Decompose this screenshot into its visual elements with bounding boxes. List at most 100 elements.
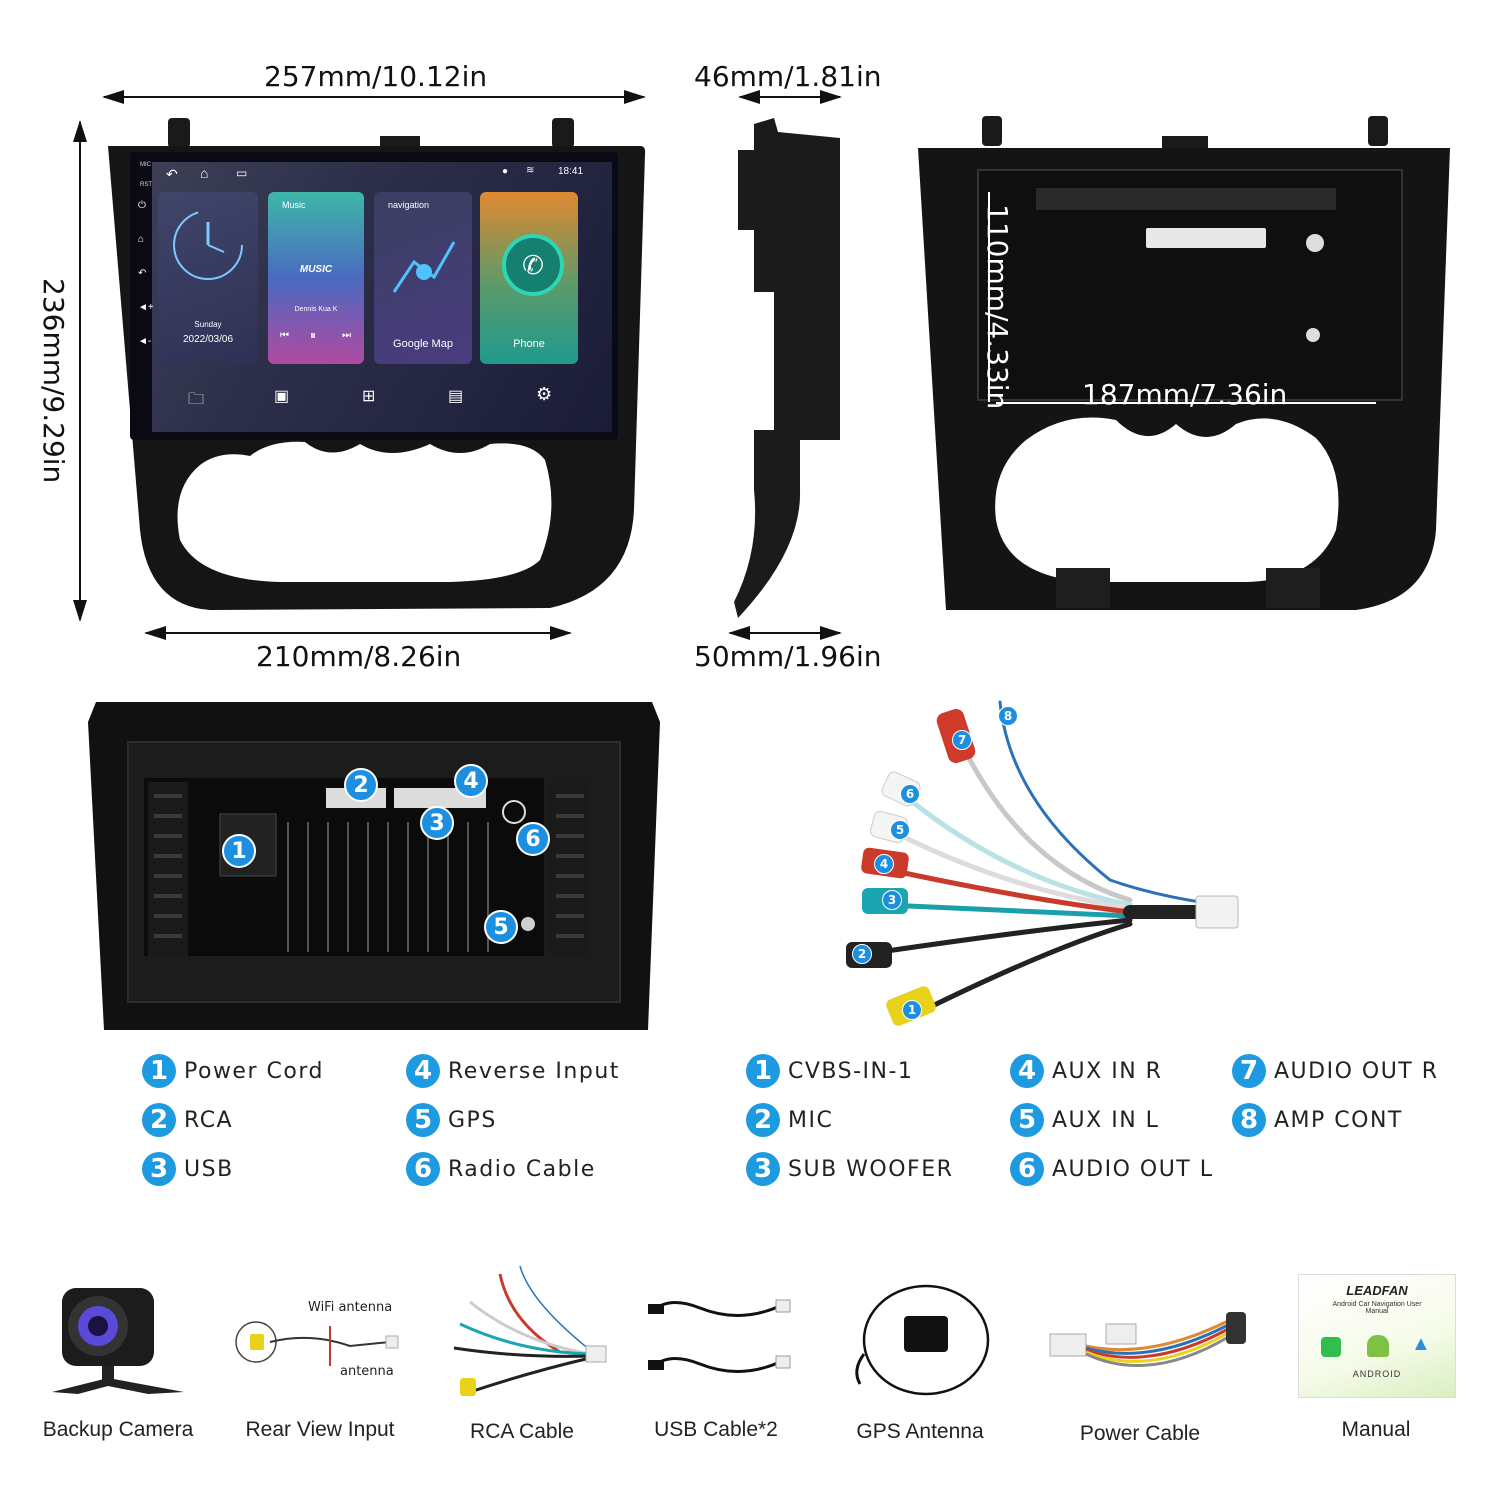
back-antenna-jack	[1306, 234, 1324, 252]
back-width-arrow	[996, 402, 1376, 404]
settings-icon[interactable]: ⚙	[536, 384, 553, 404]
cable-connector-1[interactable]: 1	[902, 1000, 922, 1020]
back-width-label: 187mm/7.36in	[1082, 378, 1288, 411]
depth-top-label: 46mm/1.81in	[694, 60, 882, 93]
usb-cable-icon	[648, 1299, 791, 1373]
back-view	[916, 110, 1456, 620]
cable-legend-3-badge: 3	[746, 1152, 780, 1186]
back-nav-icon[interactable]: ↶	[166, 166, 178, 182]
android-auto-icon: ▲	[1411, 1333, 1431, 1355]
cable-connector-4[interactable]: 4	[874, 854, 894, 874]
navigation-tile-title: navigation	[388, 200, 430, 210]
gps-antenna-icon	[855, 1284, 990, 1396]
status-time: 18:41	[558, 166, 584, 177]
gps-antenna-label: GPS Antenna	[856, 1420, 984, 1443]
unit-legend-2-label: RCA	[184, 1107, 234, 1133]
side-vol-up-icon[interactable]: ◄+	[138, 302, 154, 313]
back-bezel-svg	[918, 116, 1450, 610]
cable-legend-6-label: AUDIO OUT L	[1052, 1156, 1214, 1182]
cable-connector-2[interactable]: 2	[852, 944, 872, 964]
unit-legend-5-badge: 5	[406, 1103, 440, 1137]
unit-legend-5: 5 GPS	[406, 1103, 497, 1137]
cable-connector-3[interactable]: 3	[882, 890, 902, 910]
wifi-icon: ≋	[526, 165, 535, 176]
clock-face-icon	[173, 210, 243, 280]
usb-cable-label: USB Cable*2	[654, 1418, 778, 1441]
music-tile[interactable]: Music MUSIC Dennis Kua K ⏮ ⏸ ⏭	[268, 192, 364, 364]
side-back-icon[interactable]: ↶	[138, 268, 147, 279]
cable-connector-5[interactable]: 5	[890, 820, 910, 840]
rear-port-3[interactable]: 3	[420, 806, 454, 840]
navigation-tile[interactable]: navigation Google Map	[374, 192, 472, 364]
unit-legend-1-label: Power Cord	[184, 1058, 324, 1084]
back-gps-jack	[1306, 328, 1320, 342]
cable-connector-7[interactable]: 7	[952, 730, 972, 750]
width-bottom-label: 210mm/8.26in	[256, 640, 462, 673]
radio-icon[interactable]: ▤	[448, 388, 464, 405]
cable-legend-6-badge: 6	[1010, 1152, 1044, 1186]
home-nav-icon[interactable]: ⌂	[200, 165, 209, 181]
cable-connector-6[interactable]: 6	[900, 784, 920, 804]
rear-view-antenna-label: antenna	[340, 1364, 394, 1379]
cable-legend-6: 6 AUDIO OUT L	[1010, 1152, 1214, 1186]
rear-port-5[interactable]: 5	[484, 910, 518, 944]
depth-bottom-label: 50mm/1.96in	[694, 640, 882, 673]
rear-port-2[interactable]: 2	[344, 768, 378, 802]
carplay-icon	[1321, 1337, 1341, 1357]
clock-day: Sunday	[194, 320, 222, 329]
manual-android-wordmark: ANDROID	[1352, 1369, 1402, 1379]
android-robot-icon	[1367, 1335, 1389, 1357]
recent-apps-icon[interactable]: ▭	[236, 166, 248, 180]
side-vol-down-icon[interactable]: ◄-	[138, 336, 152, 347]
unit-legend-3-badge: 3	[142, 1152, 176, 1186]
phone-tile[interactable]: ✆ Phone	[480, 192, 578, 364]
cable-legend-7-label: AUDIO OUT R	[1274, 1058, 1439, 1084]
back-height-label: 110mm/4.33in	[981, 204, 1014, 410]
gallery-icon[interactable]: ▣	[274, 388, 290, 405]
rear-port-4[interactable]: 4	[454, 764, 488, 798]
rear-view-wifi-label: WiFi antenna	[308, 1300, 393, 1315]
rear-port-1[interactable]: 1	[222, 834, 256, 868]
backup-camera-icon	[52, 1288, 184, 1394]
unit-legend-6-label: Radio Cable	[448, 1156, 596, 1182]
mic-label: MIC	[140, 162, 151, 168]
location-icon: ●	[502, 166, 509, 177]
clock-date: 2022/03/06	[182, 334, 234, 345]
rst-label: RST	[140, 182, 152, 188]
unit-legend-2-badge: 2	[142, 1103, 176, 1137]
apps-icon[interactable]: ⊞	[362, 388, 376, 405]
rear-view-cable-icon	[235, 1321, 399, 1366]
clock-tile[interactable]: Sunday 2022/03/06	[158, 192, 258, 364]
music-next-icon[interactable]: ⏭	[342, 330, 351, 341]
side-home-icon[interactable]: ⌂	[138, 234, 145, 245]
cable-legend-5-badge: 5	[1010, 1103, 1044, 1137]
cable-connector-8[interactable]: 8	[998, 706, 1018, 726]
cable-legend-3: 3 SUB WOOFER	[746, 1152, 953, 1186]
music-prev-icon[interactable]: ⏮	[280, 330, 289, 341]
width-bottom-arrow	[144, 626, 572, 640]
side-power-icon[interactable]: ⏻	[138, 200, 146, 211]
cable-legend-3-label: SUB WOOFER	[788, 1156, 954, 1182]
rear-port-6[interactable]: 6	[516, 822, 550, 856]
map-route-icon	[392, 241, 456, 293]
files-icon[interactable]: 🗀	[188, 391, 205, 408]
width-top-arrow	[102, 90, 646, 104]
cable-legend-8-badge: 8	[1232, 1103, 1266, 1137]
back-connector-strip	[1146, 228, 1266, 248]
rear-panel-svg	[88, 702, 660, 1030]
unit-legend-5-label: GPS	[448, 1107, 497, 1133]
width-top-label: 257mm/10.12in	[264, 60, 488, 93]
rca-harness-svg	[846, 700, 1239, 1026]
phone-icon: ✆	[502, 234, 564, 296]
music-pause-icon[interactable]: ⏸	[310, 328, 317, 342]
cable-legend-1-badge: 1	[746, 1054, 780, 1088]
manual-brand: LEADFAN	[1346, 1283, 1408, 1298]
height-left-label: 236mm/9.29in	[37, 278, 70, 484]
